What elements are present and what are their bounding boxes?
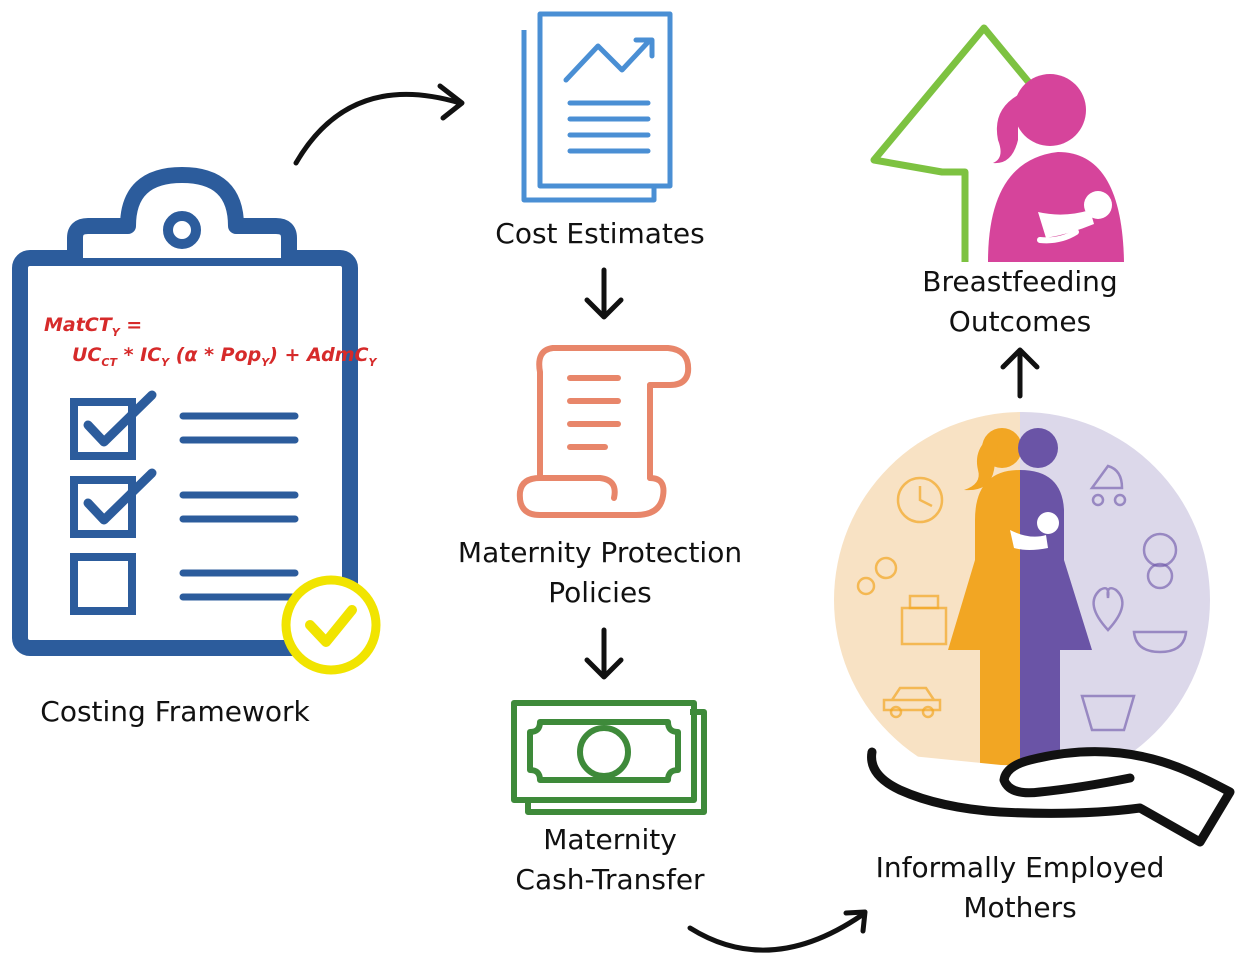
- mother-breastfeeding-icon: [988, 74, 1124, 262]
- hand-icon: [867, 747, 1235, 847]
- working-mother-icon: [834, 412, 1210, 788]
- check-badge-icon: [281, 575, 381, 675]
- growth-arrow-icon: [870, 24, 1053, 262]
- formula-line-2: UCCT * ICY (α * PopY) + AdmCY: [72, 344, 377, 369]
- formula-line-1: MatCTY =: [44, 314, 143, 339]
- label-informally-employed-mothers: Informally Employed Mothers: [875, 851, 1165, 924]
- label-breastfeeding-outcomes: Breastfeeding Outcomes: [922, 265, 1118, 338]
- policy-scroll-icon: [516, 345, 692, 518]
- flow-arrows: [293, 83, 1040, 953]
- label-costing-framework: Costing Framework: [40, 695, 310, 728]
- label-maternity-cash-transfer: Maternity Cash-Transfer: [515, 823, 705, 896]
- clipboard-icon: [12, 167, 358, 656]
- report-chart-icon: [521, 11, 673, 203]
- banknote-icon: [511, 700, 707, 815]
- label-cost-estimates: Cost Estimates: [495, 217, 705, 250]
- label-maternity-protection-policies: Maternity Protection Policies: [457, 536, 743, 609]
